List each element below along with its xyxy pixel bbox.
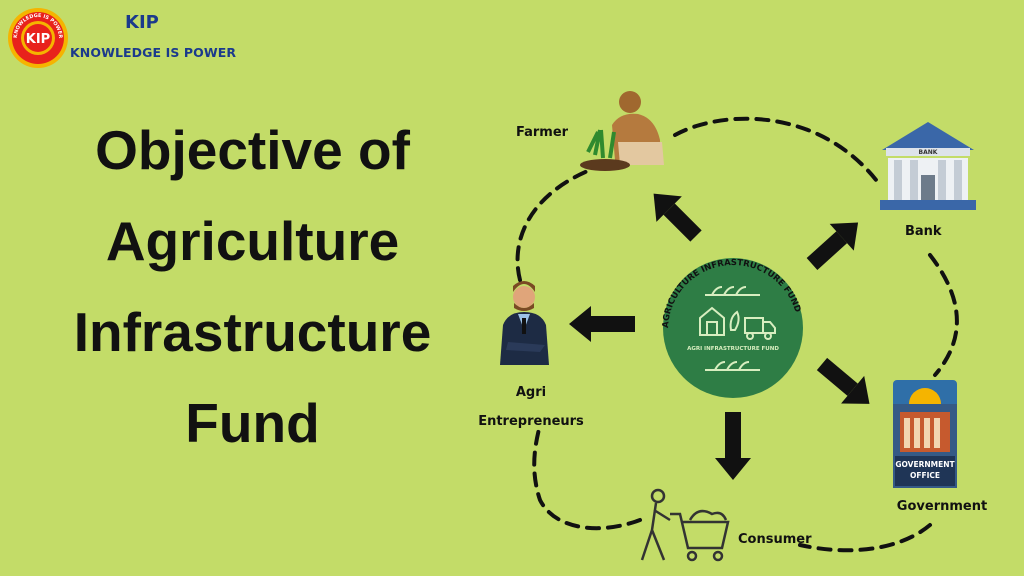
title-line-3: Infrastructure bbox=[73, 301, 432, 363]
consumer-label: Consumer bbox=[738, 532, 812, 547]
government-label: Government bbox=[897, 499, 987, 514]
arrow-to-bank bbox=[806, 222, 859, 270]
government-sign-line1: GOVERNMENT bbox=[895, 460, 955, 469]
title-line-2: Agriculture bbox=[105, 210, 400, 272]
government-office-icon: GOVERNMENT OFFICE bbox=[893, 380, 957, 488]
brand-title: KIP bbox=[125, 12, 159, 33]
government-sign-line2: OFFICE bbox=[910, 471, 940, 480]
entrepreneur-illustration bbox=[500, 281, 549, 365]
title-line-4: Fund bbox=[185, 392, 320, 454]
arrow-to-entrepreneurs bbox=[569, 306, 635, 342]
arrows bbox=[569, 193, 870, 480]
entrepreneurs-label-line2: Entrepreneurs bbox=[478, 414, 584, 429]
page-title: Objective of Agriculture Infrastructure … bbox=[0, 105, 505, 469]
farmer-label: Farmer bbox=[516, 125, 569, 140]
arrow-to-consumer bbox=[715, 412, 751, 480]
entrepreneurs-label-line1: Agri bbox=[516, 385, 546, 400]
arrow-to-farmer bbox=[653, 193, 702, 242]
leaf-icon bbox=[705, 286, 760, 296]
consumer-with-cart-icon bbox=[640, 488, 730, 562]
farm-truck-icon bbox=[699, 306, 776, 340]
bank-sign: BANK bbox=[919, 149, 938, 156]
center-fund-badge: AGRICULTURE INFRASTRUCTURE FUND AGRI INF… bbox=[655, 250, 811, 406]
center-small-text: AGRI INFRASTRUCTURE FUND bbox=[687, 346, 779, 352]
arrow-to-government bbox=[816, 357, 870, 404]
bank-icon: BANK bbox=[880, 122, 976, 210]
leaf-icon-bottom bbox=[705, 361, 760, 371]
logo-sunburst bbox=[8, 8, 68, 68]
title-line-1: Objective of bbox=[95, 119, 410, 181]
farmer-illustration bbox=[580, 91, 664, 171]
logo-text: KIP bbox=[26, 32, 50, 47]
dashed-cycle-path bbox=[515, 116, 959, 553]
bank-label: Bank bbox=[905, 224, 942, 239]
kip-logo: KNOWLEDGE IS POWER KIP bbox=[8, 8, 68, 68]
brand-tagline: KNOWLEDGE IS POWER bbox=[70, 45, 237, 60]
